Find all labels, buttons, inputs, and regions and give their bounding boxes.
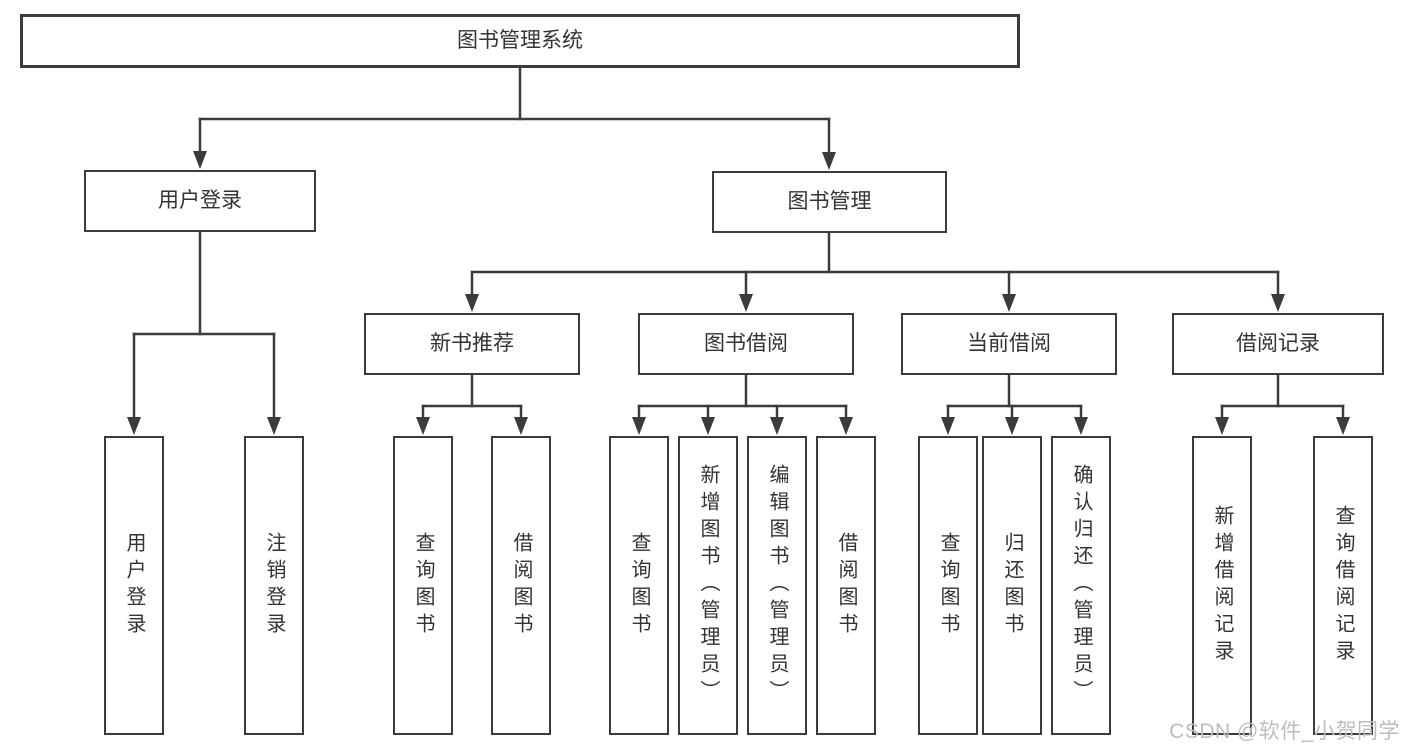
node-user-login: 用户登录 [84, 170, 316, 232]
leaf-add-borrow-record: 新增借阅记录 [1192, 436, 1252, 735]
node-root-library-system: 图书管理系统 [20, 14, 1020, 68]
leaf-logout: 注销登录 [244, 436, 304, 735]
leaf-confirm-return-admin: 确认归还（管理员） [1051, 436, 1111, 735]
leaf-add-book-admin: 新增图书（管理员） [678, 436, 738, 735]
node-book-borrowing: 图书借阅 [638, 313, 854, 375]
leaf-edit-book-admin: 编辑图书（管理员） [747, 436, 807, 735]
leaf-query-books-recommend: 查询图书 [393, 436, 453, 735]
csdn-watermark: CSDN @软件_小贺同学 [1169, 720, 1400, 743]
node-borrowing-records: 借阅记录 [1172, 313, 1384, 375]
leaf-query-books-borrowing: 查询图书 [609, 436, 669, 735]
node-new-book-recommend: 新书推荐 [364, 313, 580, 375]
leaf-query-borrow-record: 查询借阅记录 [1313, 436, 1373, 735]
leaf-user-login: 用户登录 [104, 436, 164, 735]
leaf-query-books-current: 查询图书 [918, 436, 978, 735]
leaf-borrow-books-recommend: 借阅图书 [491, 436, 551, 735]
leaf-borrow-books-borrowing: 借阅图书 [816, 436, 876, 735]
node-current-borrowing: 当前借阅 [901, 313, 1117, 375]
node-book-management: 图书管理 [712, 171, 947, 233]
leaf-return-book: 归还图书 [982, 436, 1042, 735]
